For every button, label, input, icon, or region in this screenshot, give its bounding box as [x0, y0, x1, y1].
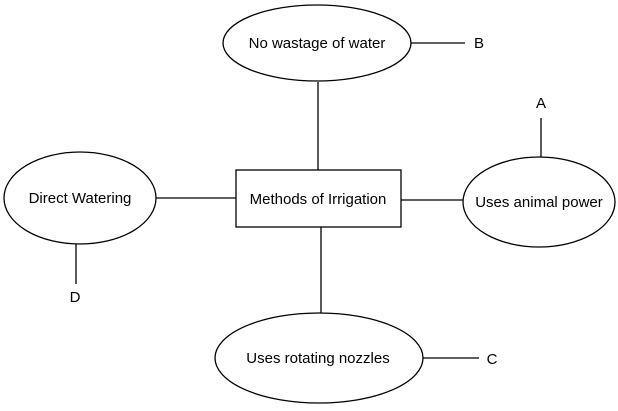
node-left-label: Direct Watering [29, 190, 132, 207]
marker-d: D [70, 289, 81, 306]
node-top-label: No wastage of water [249, 35, 386, 52]
center-box: Methods of Irrigation [235, 169, 402, 228]
node-right-label: Uses animal power [475, 194, 603, 211]
marker-b: B [474, 35, 484, 52]
node-bottom-ellipse: Uses rotating nozzles [214, 312, 424, 404]
marker-a: A [536, 95, 546, 112]
node-right-ellipse: Uses animal power [462, 156, 616, 248]
node-bottom-label: Uses rotating nozzles [246, 350, 389, 367]
center-label: Methods of Irrigation [250, 191, 387, 208]
marker-c: C [487, 351, 498, 368]
node-left-ellipse: Direct Watering [3, 151, 157, 245]
node-top-ellipse: No wastage of water [222, 4, 412, 82]
